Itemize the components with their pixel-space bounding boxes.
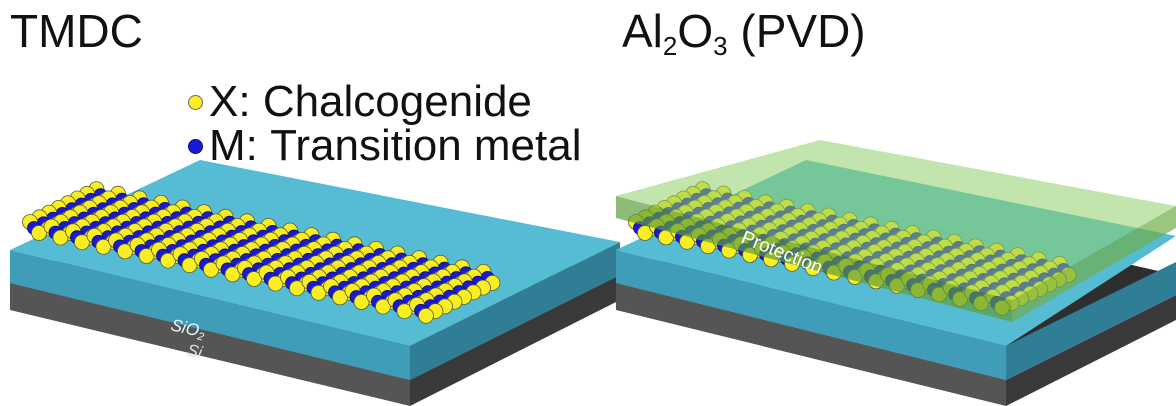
protection-plate-side	[1012, 206, 1176, 322]
left-chalcogenide-atom	[31, 225, 47, 241]
title-o: O	[677, 5, 714, 57]
metal-dot-icon	[188, 138, 203, 154]
left-chalcogenide-atom	[160, 252, 176, 269]
protection-plate-front	[616, 196, 1012, 322]
left-chalcogenide-atom	[224, 266, 241, 283]
protection-plate-top	[616, 140, 1176, 300]
panel-title-tmdc: TMDC	[10, 5, 143, 57]
left-chalcogenide-atom	[95, 238, 112, 255]
left-chalcogenide-atom	[375, 298, 391, 315]
left-chalcogenide-atom	[74, 234, 90, 251]
si-label: Si	[185, 340, 205, 362]
si-layer-front-right	[616, 283, 1006, 406]
title-pvd: (PVD)	[727, 5, 866, 57]
tmdc-lattice-left	[22, 181, 501, 324]
sio2-layer-front-right	[616, 250, 1006, 380]
legend-metal-label: Transition metal	[270, 121, 582, 170]
left-chalcogenide-atom	[117, 243, 133, 260]
left-chalcogenide-atom	[353, 294, 370, 310]
sio2-layer-side-right	[1006, 262, 1176, 380]
left-chalcogenide-atom	[289, 280, 305, 297]
left-chalcogenide-atom	[246, 271, 262, 287]
chalcogenide-dot-icon	[188, 94, 203, 110]
legend-chalcogenide-symbol: X	[209, 77, 239, 126]
title-al: Al	[622, 5, 663, 57]
left-chalcogenide-atom	[396, 303, 413, 320]
si-layer-front	[10, 283, 410, 406]
legend-metal-symbol: M	[209, 121, 246, 170]
sio2-layer-front	[10, 250, 410, 380]
left-chalcogenide-atom	[418, 307, 434, 324]
si-layer-side	[410, 275, 620, 406]
left-chalcogenide-atom	[52, 229, 69, 246]
panel-title-al2o3: Al2O3 (PVD)	[622, 6, 866, 61]
si-layer-side-right	[1006, 295, 1176, 406]
left-chalcogenide-atom	[181, 257, 198, 274]
left-chalcogenide-atom	[138, 248, 155, 264]
legend-colon: :	[245, 121, 271, 170]
legend-chalcogenide-label: Chalcogenide	[262, 77, 532, 126]
left-chalcogenide-atom	[310, 284, 327, 301]
legend-transition-metal: M: Transition metal	[188, 124, 581, 168]
title-sub-2: 2	[662, 31, 678, 61]
left-chalcogenide-atom	[267, 275, 284, 292]
sio2-layer-side	[410, 242, 620, 380]
left-chalcogenide-atom	[203, 261, 219, 278]
title-sub-3: 3	[713, 31, 728, 61]
legend-chalcogenide: X: Chalcogenide	[188, 80, 532, 124]
legend-colon: :	[238, 77, 263, 126]
left-chalcogenide-atom	[332, 289, 348, 306]
